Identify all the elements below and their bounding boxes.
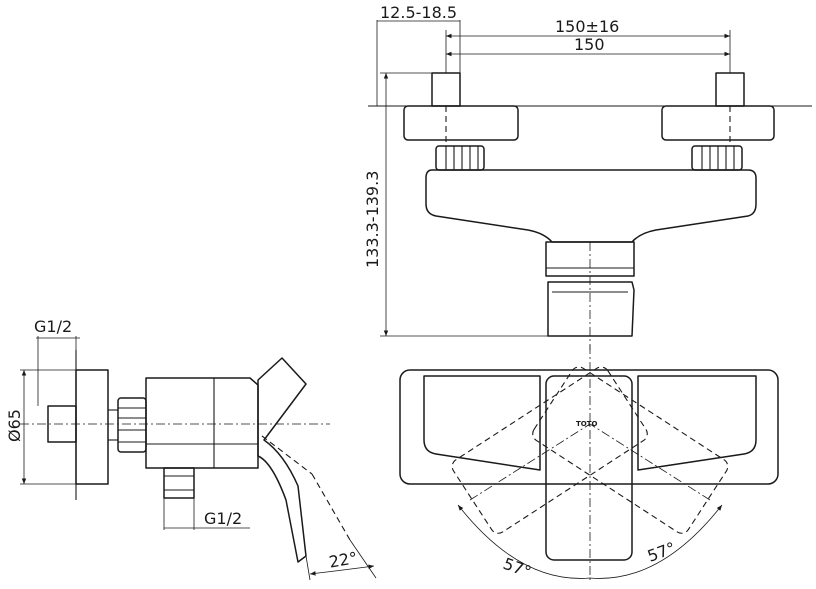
center-distance-range-label: 150±16 <box>555 17 619 36</box>
side-escutcheon <box>75 369 109 485</box>
top-view-body <box>399 369 779 485</box>
right-escutcheon <box>661 105 775 141</box>
dimension-diameter: Ø65 <box>5 369 76 485</box>
center-distance-label: 150 <box>574 35 605 54</box>
mixer-body <box>425 169 757 243</box>
rotation-right-label: 57° <box>645 538 678 566</box>
brand-mark: TOTO <box>576 420 598 428</box>
side-union-nut <box>117 397 147 453</box>
dimension-outlet-thread: G1/2 <box>163 498 250 530</box>
dimension-side-inlet-thread: G1/2 <box>34 317 80 406</box>
inlet-offset-label: 12.5-18.5 <box>380 3 457 22</box>
handle-rotated-left <box>532 366 729 534</box>
left-escutcheon <box>403 105 519 141</box>
dimension-center-distance: 150 <box>446 35 730 57</box>
handle-rotated-right <box>451 366 648 534</box>
right-inlet-stub <box>715 72 745 107</box>
handle-tilt-label: 22° <box>328 548 359 572</box>
left-union-nut <box>435 145 485 171</box>
height-label: 133.3-139.3 <box>363 171 382 268</box>
front-view: 12.5-18.5 150±16 150 133.3-139.3 <box>363 3 812 350</box>
front-handle <box>547 281 635 337</box>
top-view: TOTO 57° 57° <box>399 345 779 582</box>
side-handle <box>257 357 307 563</box>
dimension-center-distance-range: 150±16 <box>445 17 731 73</box>
left-wing <box>423 375 541 471</box>
rotation-left-label: 57° <box>501 554 534 582</box>
rotation-arc <box>457 504 723 579</box>
dimension-handle-tilt: 22° <box>305 539 377 581</box>
handle-center-position <box>545 375 633 561</box>
side-body <box>145 377 259 469</box>
outlet-thread-label: G1/2 <box>204 509 242 528</box>
dimension-height: 133.3-139.3 <box>363 72 548 337</box>
side-outlet <box>163 467 195 499</box>
left-inlet-stub <box>431 72 461 107</box>
right-union-nut <box>691 145 743 171</box>
dimension-inlet-offset: 12.5-18.5 <box>376 3 461 106</box>
right-wing <box>637 375 757 471</box>
diameter-label: Ø65 <box>5 409 24 442</box>
side-view: G1/2 Ø65 G1/2 22° <box>5 317 377 581</box>
side-inlet-thread-label: G1/2 <box>34 317 72 336</box>
